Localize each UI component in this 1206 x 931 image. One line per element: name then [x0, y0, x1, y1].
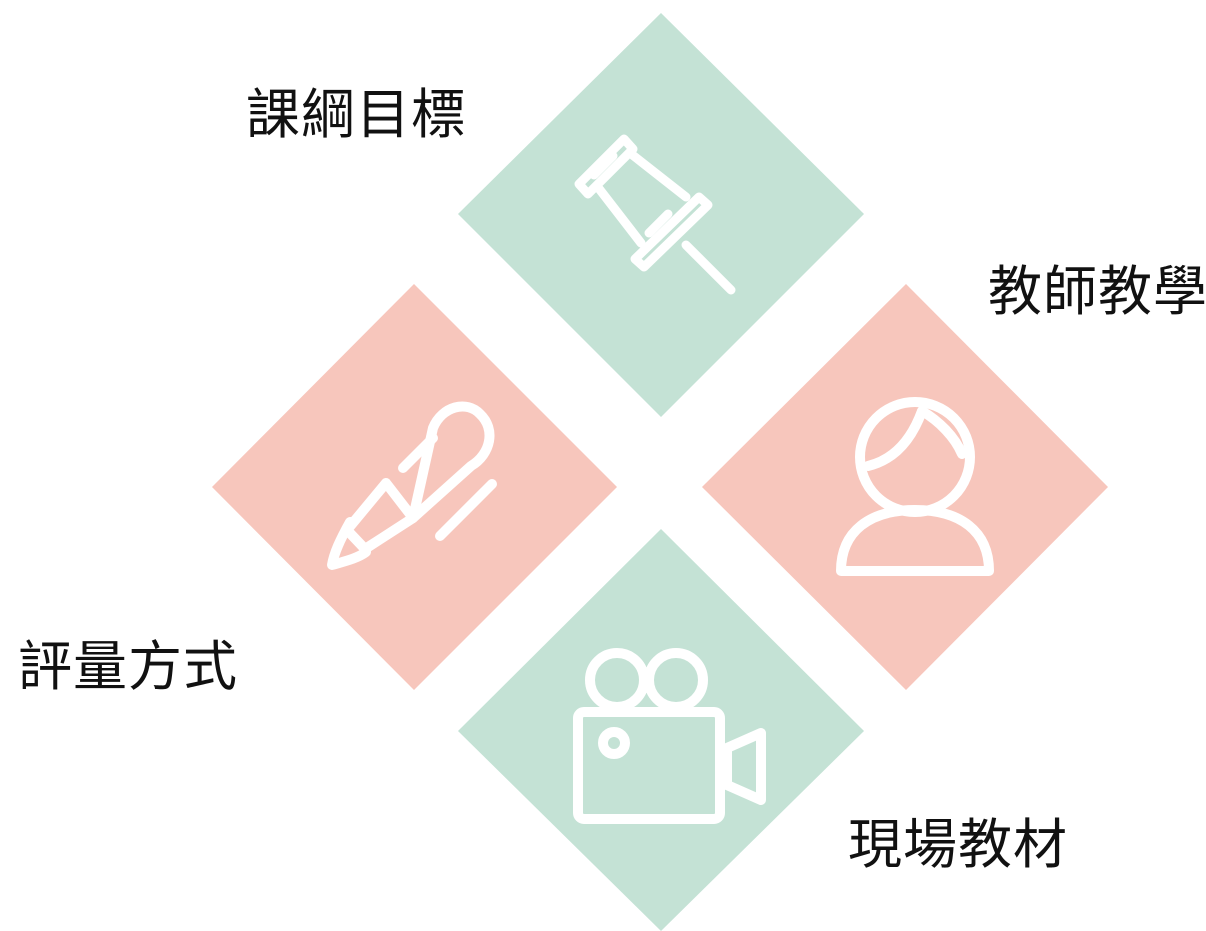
diamond-right — [702, 284, 1108, 690]
diamond-bottom — [458, 529, 864, 931]
label-top: 課綱目標 — [246, 83, 466, 146]
label-bottom: 現場教材 — [848, 813, 1068, 876]
pushpin-icon — [574, 134, 736, 295]
video-camera-icon — [573, 648, 766, 824]
diamond-left — [212, 284, 617, 690]
label-left: 評量方式 — [18, 635, 238, 698]
person-icon — [836, 397, 994, 576]
pen-icon — [327, 401, 497, 570]
label-right: 教師教學 — [988, 260, 1206, 323]
